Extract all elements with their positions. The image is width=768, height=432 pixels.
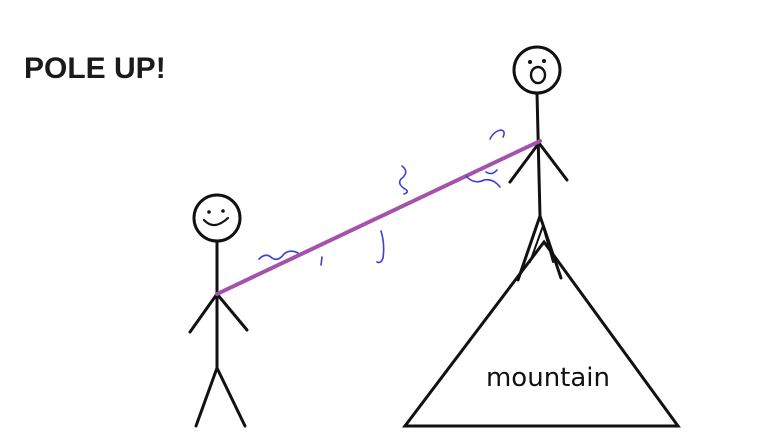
mountain-label: mountain: [486, 363, 610, 393]
leg-left-bottom: [194, 366, 219, 428]
game-title: POLE UP!: [24, 52, 166, 85]
motion-marks: [258, 129, 505, 266]
wobble-mark-6: [489, 129, 505, 140]
wobble-mark-4: [398, 165, 409, 195]
open-mouth: [529, 65, 547, 85]
wobble-mark-2: [320, 256, 323, 266]
wobble-mark-1: [258, 250, 299, 261]
eye-right-bottom: [221, 209, 225, 213]
head-top: [512, 45, 562, 95]
wobble-mark-7: [485, 169, 498, 175]
mountain: mountain: [401, 239, 681, 428]
arm-left-bottom: [188, 292, 219, 334]
leg-inner-left-top: [529, 225, 544, 263]
mountain-shape: [401, 239, 681, 428]
torso-top: [535, 91, 542, 218]
pole[interactable]: [215, 139, 542, 296]
leg-inner-right-top: [542, 225, 554, 263]
leg-left-top: [516, 214, 542, 282]
stick-figure-bottom[interactable]: [188, 193, 249, 428]
smile-mouth: [202, 216, 230, 227]
arm-right-top: [537, 141, 569, 182]
arm-right-bottom: [215, 292, 249, 332]
wobble-mark-5: [465, 175, 501, 188]
eye-left-top: [528, 60, 532, 64]
eye-left-bottom: [207, 210, 211, 214]
eye-right-top: [542, 59, 546, 63]
stick-figure-top[interactable]: [508, 45, 569, 282]
wobble-mark-3: [376, 230, 385, 264]
leg-right-bottom: [215, 366, 247, 428]
head-bottom: [192, 193, 242, 243]
arm-left-top: [508, 141, 541, 184]
